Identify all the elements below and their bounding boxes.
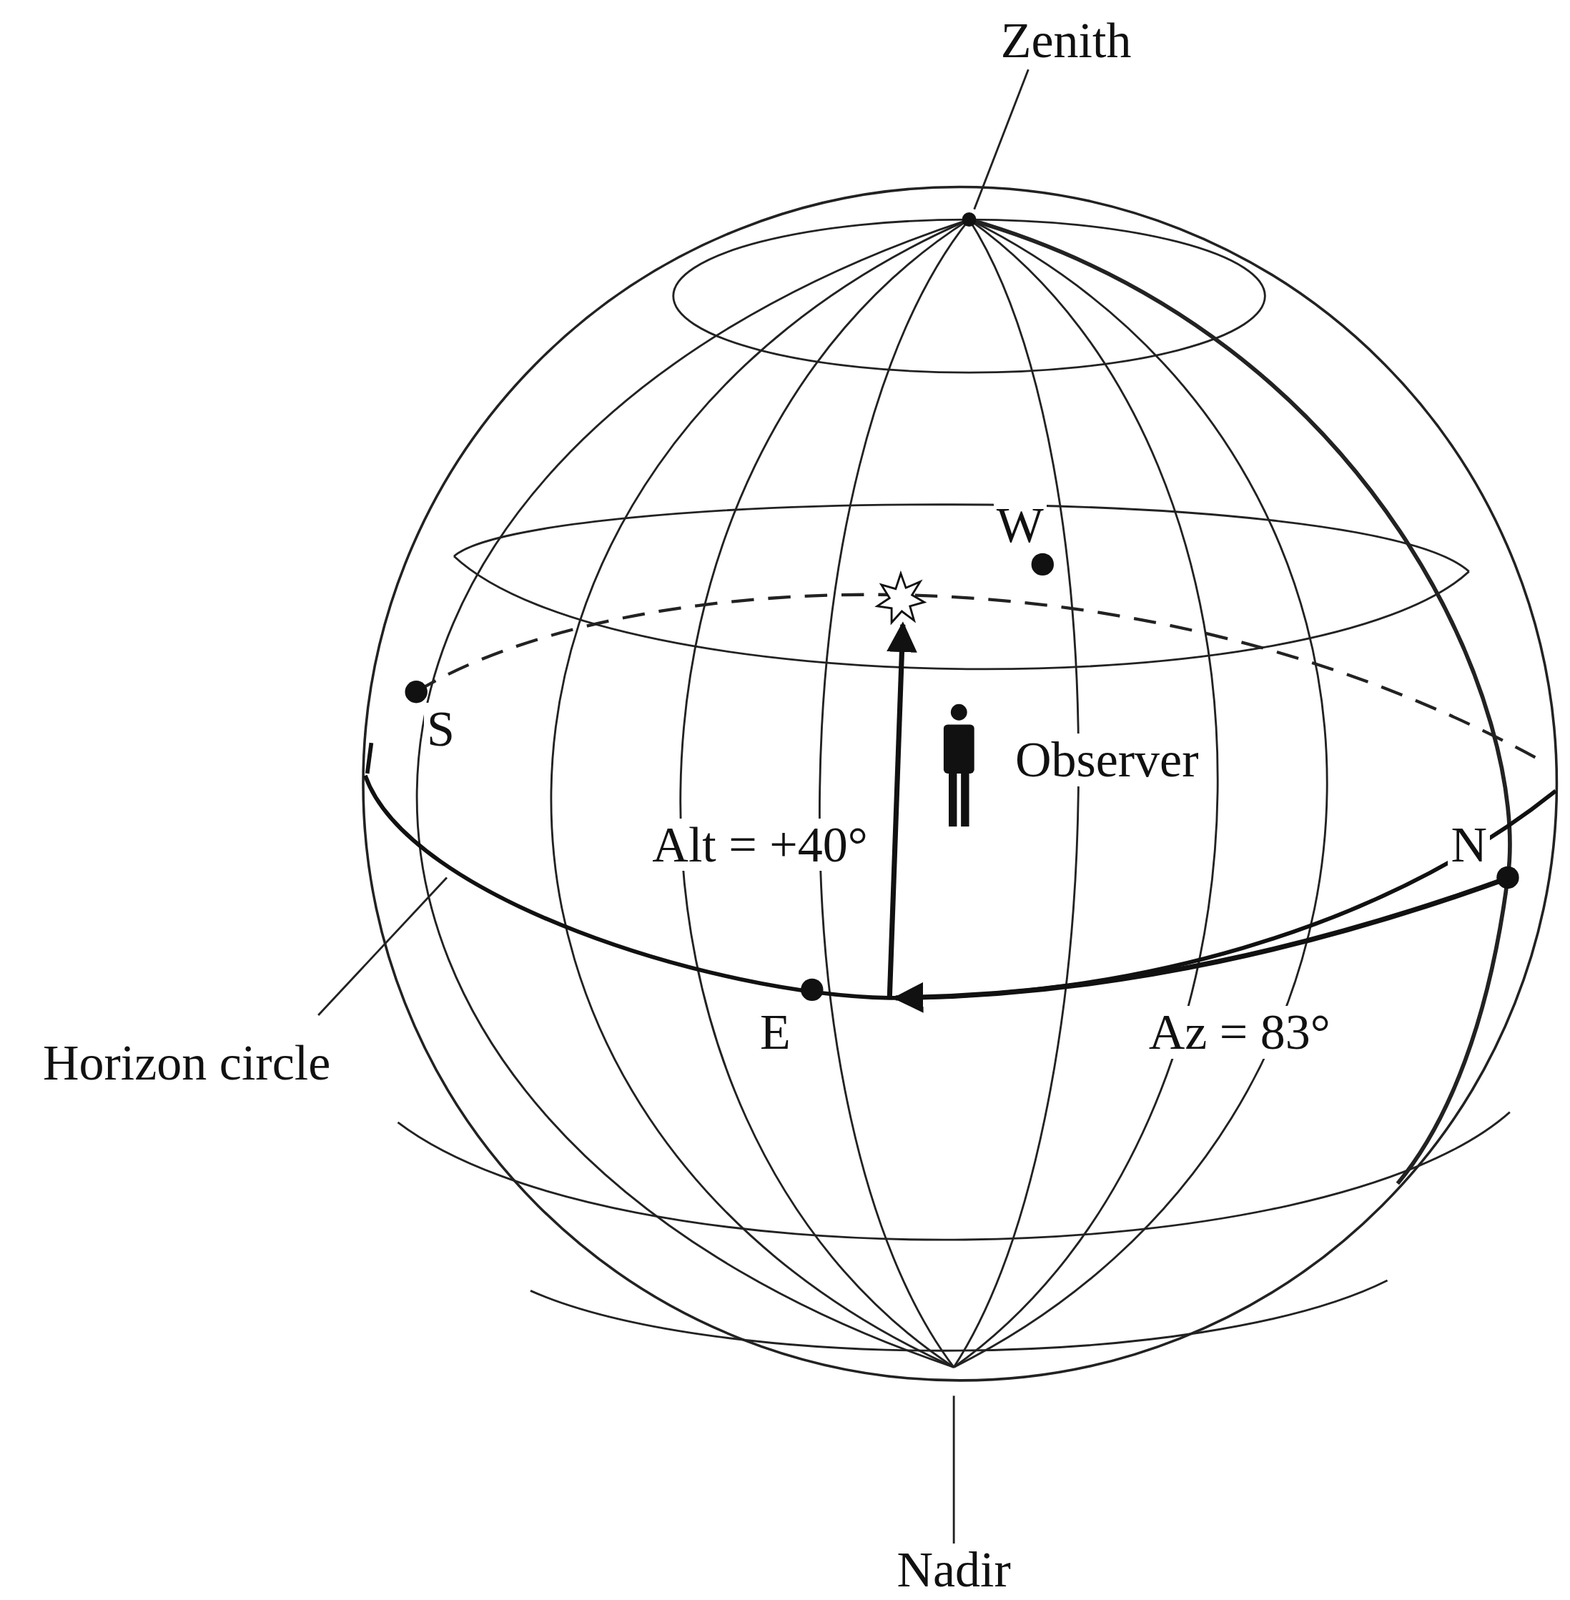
meridian-line	[969, 219, 1510, 1184]
altitude-label: Alt = +40°	[649, 818, 871, 872]
meridian-line	[953, 219, 1218, 1367]
azimuth-label: Az = 83°	[1146, 1005, 1334, 1059]
meridian-line	[953, 219, 1327, 1367]
observer-label: Observer	[1012, 733, 1202, 787]
horizon-label: Horizon circle	[40, 1036, 334, 1090]
direction-label: S	[423, 702, 458, 756]
direction-label: N	[1447, 818, 1490, 872]
meridian-line	[416, 219, 969, 1367]
direction-label: E	[757, 1005, 794, 1059]
zenith-label: Zenith	[998, 14, 1135, 68]
nadir-label: Nadir	[893, 1543, 1014, 1597]
meridian-line	[953, 219, 1079, 1367]
meridian-line	[551, 219, 970, 1367]
meridian-line	[819, 219, 969, 1367]
direction-label: W	[993, 499, 1047, 552]
meridian-line	[680, 219, 970, 1367]
